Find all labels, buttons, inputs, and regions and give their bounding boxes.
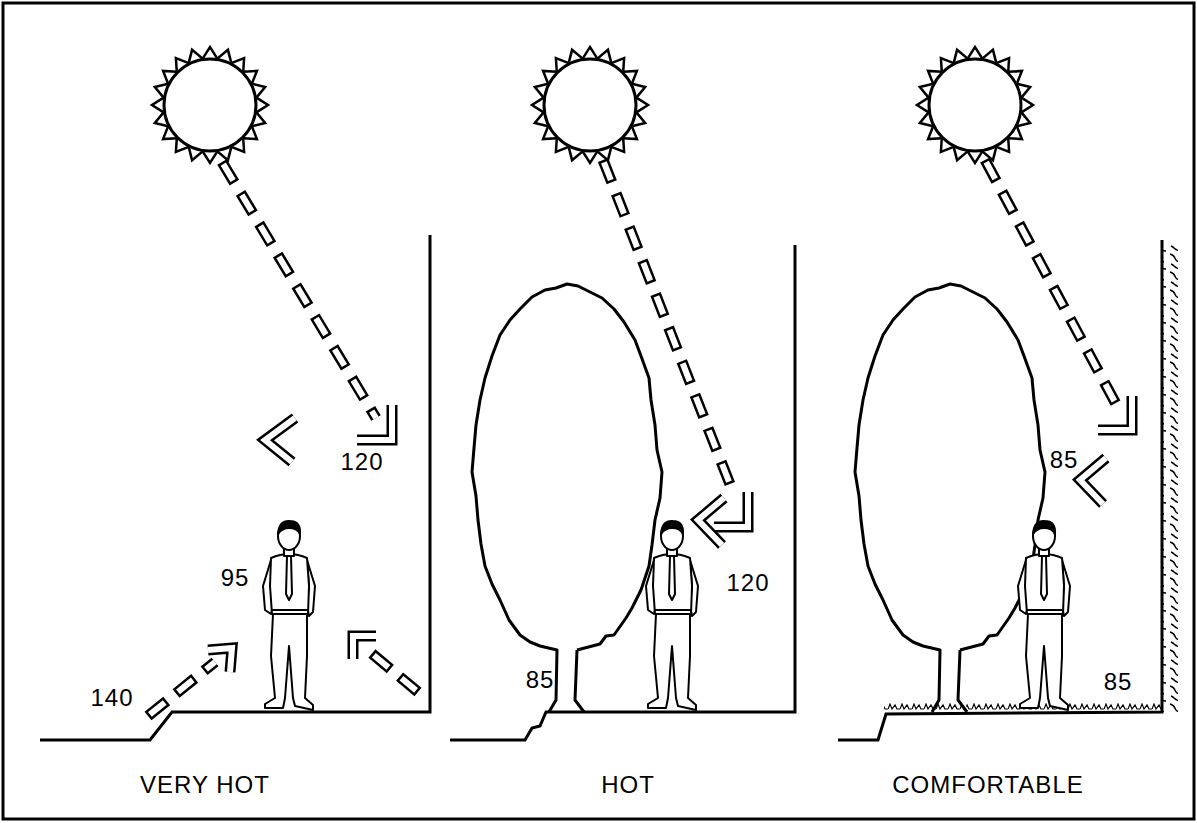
- person: [263, 521, 315, 710]
- temperature-number: 85: [1050, 446, 1079, 474]
- ground-wall: [450, 245, 795, 740]
- frame: [3, 3, 1194, 819]
- temperature-number: 140: [90, 684, 133, 712]
- panel-caption: COMFORTABLE: [892, 771, 1083, 799]
- temperature-number: 95: [221, 564, 250, 592]
- panel-caption: HOT: [601, 771, 655, 799]
- tree: [855, 284, 1045, 712]
- sun-ray: [985, 160, 1132, 430]
- ground-wall: [838, 240, 1162, 740]
- sun: [532, 47, 648, 163]
- heat-arrow: [698, 498, 724, 545]
- temperature-number: 85: [526, 666, 555, 694]
- tree: [472, 284, 662, 712]
- ground-wall: [40, 235, 430, 740]
- temperature-number: 120: [340, 448, 383, 476]
- panel-caption: VERY HOT: [140, 771, 270, 799]
- temperature-number: 120: [726, 569, 769, 597]
- vine: [1162, 245, 1178, 712]
- heat-arrow: [265, 418, 295, 462]
- wall-heat-arrow: [353, 636, 418, 692]
- person: [646, 521, 698, 710]
- heat-arrow: [1080, 458, 1106, 504]
- person: [1018, 521, 1070, 710]
- temperature-number: 85: [1104, 668, 1133, 696]
- ground-heat-arrow: [148, 648, 232, 716]
- sun: [917, 47, 1033, 163]
- sun-ray: [222, 162, 392, 440]
- sun-ray: [603, 160, 748, 527]
- sun: [152, 47, 268, 163]
